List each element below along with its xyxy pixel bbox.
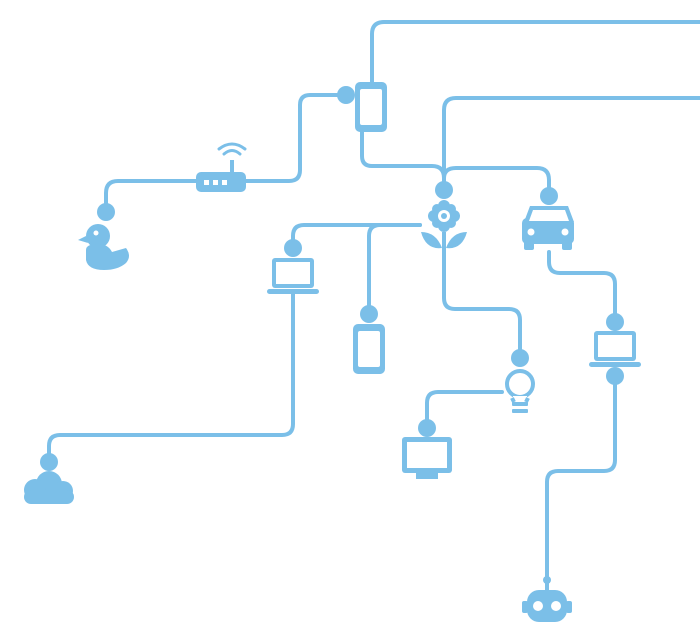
wire-phone-to-edge-top [370,20,700,86]
dot-laptop-right-top [606,313,624,331]
flower-icon [421,200,467,250]
smartphone-icon [353,324,385,374]
wire-flower-to-phone-mid [367,223,422,316]
dot-laptop-right-bottom [606,367,624,385]
dot-laptop-left [284,239,302,257]
dot-cloud [40,453,58,471]
rubber-duck-icon [78,224,129,270]
wifi-router-icon [196,142,247,192]
cloud-icon [24,471,74,504]
dot-flower [435,181,453,199]
wire-flower-to-edge [442,96,700,188]
wire-phone-to-router [244,93,348,183]
wire-flower-to-laptop-left [291,223,422,250]
wire-laptop-right-to-robot [545,374,617,582]
lightbulb-icon [505,369,535,413]
robot-icon [522,583,572,622]
dot-phone-mid [360,305,378,323]
smartphone-icon [355,82,387,132]
wire-laptop-left-to-cloud [47,290,295,464]
monitor-icon [402,437,452,479]
dot-robot [543,576,551,584]
wire-phone-to-flower [360,130,446,192]
dot-monitor [418,419,436,437]
car-icon [522,206,574,250]
wire-flower-to-bulb [442,248,522,360]
dot-phone-top [337,86,355,104]
dot-duck [97,203,115,221]
connection-dots [40,86,624,584]
wire-bulb-to-monitor [425,390,504,430]
dot-car [540,187,558,205]
wire-router-to-duck [104,179,198,214]
dot-bulb [511,349,529,367]
wire-car-to-laptop-right [547,250,617,324]
laptop-icon [589,331,641,367]
wire-flower-to-car [442,166,551,198]
laptop-icon [267,258,319,294]
connection-lines [47,20,700,582]
